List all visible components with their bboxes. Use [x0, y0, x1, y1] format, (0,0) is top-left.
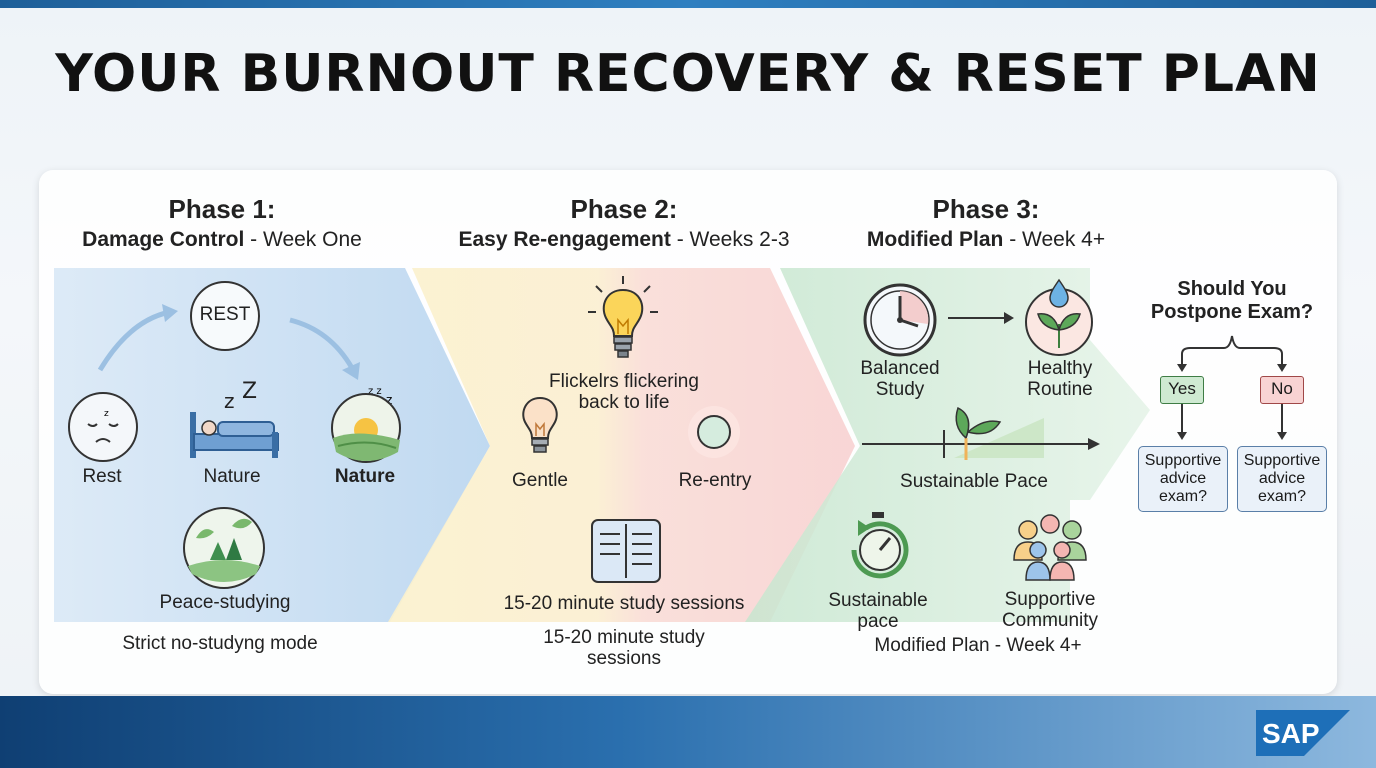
rest-badge-label: REST — [199, 304, 251, 325]
phase1-name: Damage Control — [82, 228, 245, 251]
healthy-line2: Routine — [1027, 379, 1093, 400]
phase1-footer: Strict no-studyng mode — [122, 633, 318, 654]
svg-text:z z: z z — [368, 386, 382, 397]
decision-question-line1: Should You — [1177, 278, 1287, 300]
sap-logo: SAP — [1256, 710, 1350, 756]
phase1-heading: Phase 1: — [168, 194, 276, 224]
reentry-label: Re-entry — [678, 470, 752, 491]
phase2-name: Easy Re-engagement — [458, 228, 671, 251]
yes-tag: Yes — [1160, 376, 1204, 404]
open-book-icon — [591, 519, 661, 583]
sunrise-landscape-icon: z z z — [331, 386, 401, 463]
lightbulb-bright-icon — [588, 276, 658, 358]
yes-outcome-line1: Supportive — [1144, 452, 1222, 469]
nature-label-2: Nature — [334, 466, 396, 487]
phase2-timeframe: - Weeks 2-3 — [670, 228, 790, 251]
sap-logo-text: SAP — [1262, 718, 1320, 749]
phase3-heading: Phase 3: — [932, 194, 1040, 224]
yes-outcome-line3: exam? — [1158, 488, 1208, 505]
sustainable-pace-line1: Sustainable — [828, 590, 928, 611]
phase2-footer-line2: sessions — [587, 648, 661, 669]
balanced-line2: Study — [875, 379, 925, 400]
svg-text:z: z — [104, 409, 109, 419]
healthy-line1: Healthy — [1027, 358, 1093, 379]
forest-icon — [183, 507, 265, 589]
page-title: YOUR BURNOUT RECOVERY & RESET PLAN — [55, 44, 1321, 104]
stopwatch-icon — [851, 512, 909, 579]
no-tag: No — [1260, 376, 1304, 404]
decision-question-line2: Postpone Exam? — [1150, 301, 1314, 323]
rest-label: Rest — [82, 466, 122, 487]
bulb-caption-line2: back to life — [578, 392, 670, 413]
bulb-caption-line1: Flickelrs flickering — [549, 371, 699, 392]
phase3-timeframe: - Week 4+ — [1003, 228, 1106, 251]
no-outcome-line2: advice — [1258, 470, 1306, 487]
balanced-line1: Balanced — [860, 358, 940, 379]
bottom-brand-bar — [0, 696, 1376, 768]
phase1-timeframe: - Week One — [244, 228, 362, 251]
healthy-routine-icon — [1025, 278, 1093, 356]
community-line1: Supportive — [1004, 589, 1096, 610]
phase2-heading: Phase 2: — [570, 194, 678, 224]
phase3-name: Modified Plan — [866, 228, 1004, 251]
community-icon — [1013, 514, 1087, 581]
no-outcome-box: Supportive advice exam? — [1237, 446, 1327, 512]
lightbulb-dim-icon — [522, 396, 558, 453]
arrow-right-icon — [948, 312, 1014, 324]
yes-outcome-box: Supportive advice exam? — [1138, 446, 1228, 512]
sustainable-pace-line2: pace — [857, 611, 899, 632]
nature-label-1: Nature — [203, 466, 261, 487]
clock-icon — [863, 283, 937, 357]
sessions-label: 15-20 minute study sessions — [503, 593, 745, 614]
gentle-label: Gentle — [512, 470, 568, 491]
sleepy-face-icon: z — [68, 392, 138, 462]
phase2-band — [388, 268, 855, 622]
bed-icon: z Z — [190, 379, 279, 458]
top-accent-bar — [0, 0, 1376, 8]
svg-text:z: z — [386, 393, 392, 407]
no-outcome-line1: Supportive — [1243, 452, 1321, 469]
rest-badge: REST — [190, 281, 260, 351]
decision-brace-icon — [1177, 335, 1287, 440]
sustainable-pace-arrow-icon — [862, 406, 1100, 460]
peace-studying-label: Peace-studying — [159, 592, 291, 613]
phase1-subtitle: Damage Control - Week One — [72, 228, 372, 252]
phase3-subtitle: Modified Plan - Week 4+ — [836, 228, 1136, 252]
sustainable-pace-label: Sustainable Pace — [900, 471, 1048, 492]
phase2-subtitle: Easy Re-engagement - Weeks 2-3 — [444, 228, 804, 252]
phase3-footer: Modified Plan - Week 4+ — [874, 635, 1082, 656]
svg-text:Z: Z — [242, 379, 257, 404]
phase2-footer-line1: 15-20 minute study — [543, 627, 705, 648]
cycle-arrows-icon — [97, 304, 360, 380]
community-line2: Community — [1001, 610, 1099, 631]
no-outcome-line3: exam? — [1257, 488, 1307, 505]
yes-outcome-line2: advice — [1159, 470, 1207, 487]
svg-text:z: z — [224, 389, 235, 413]
reentry-circle-icon — [688, 406, 740, 458]
